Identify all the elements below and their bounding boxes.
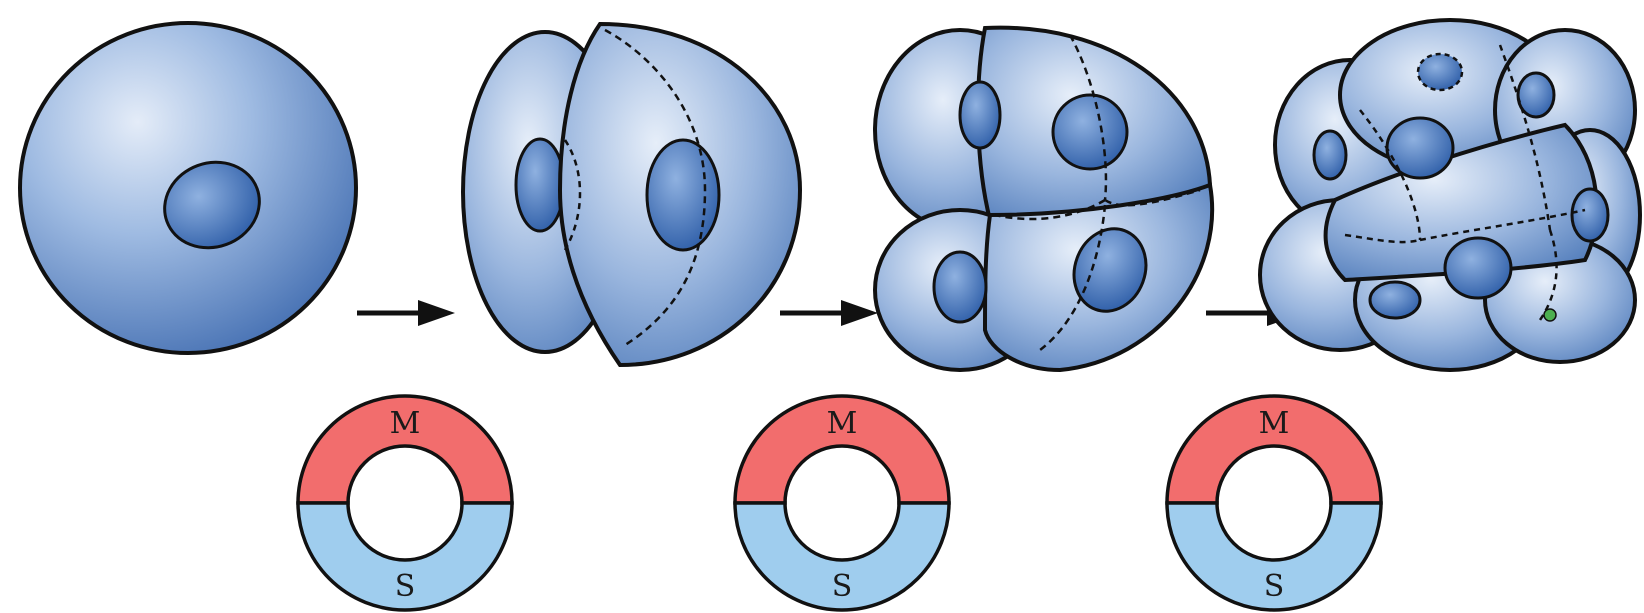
nucleus xyxy=(960,82,1000,148)
stage-4-eight-cells xyxy=(1260,20,1640,370)
nucleus xyxy=(1314,131,1346,179)
nucleus xyxy=(1572,189,1608,241)
right-arrow-icon xyxy=(780,300,878,326)
stage-1-cell xyxy=(20,23,356,353)
s-phase-label: S xyxy=(1264,569,1285,604)
nucleus xyxy=(647,140,719,250)
stage-3-four-cells xyxy=(875,28,1212,370)
nucleus xyxy=(934,252,986,322)
m-phase-label: M xyxy=(1259,406,1290,441)
stage-2-two-cells xyxy=(463,24,800,365)
right-arrow-icon xyxy=(357,300,455,326)
m-phase-label: M xyxy=(827,406,858,441)
s-phase-label: S xyxy=(832,569,853,604)
nucleus xyxy=(1387,118,1453,178)
cycle-ring-1: M S xyxy=(298,396,512,610)
nucleus xyxy=(1053,95,1127,169)
nucleus xyxy=(1445,238,1511,298)
nucleus xyxy=(1418,54,1462,90)
nucleus xyxy=(516,139,564,231)
m-phase-label: M xyxy=(390,406,421,441)
s-phase-label: S xyxy=(395,569,416,604)
cycle-ring-2: M S xyxy=(735,396,949,610)
cycle-ring-3: M S xyxy=(1167,396,1381,610)
nucleus xyxy=(1370,282,1420,318)
